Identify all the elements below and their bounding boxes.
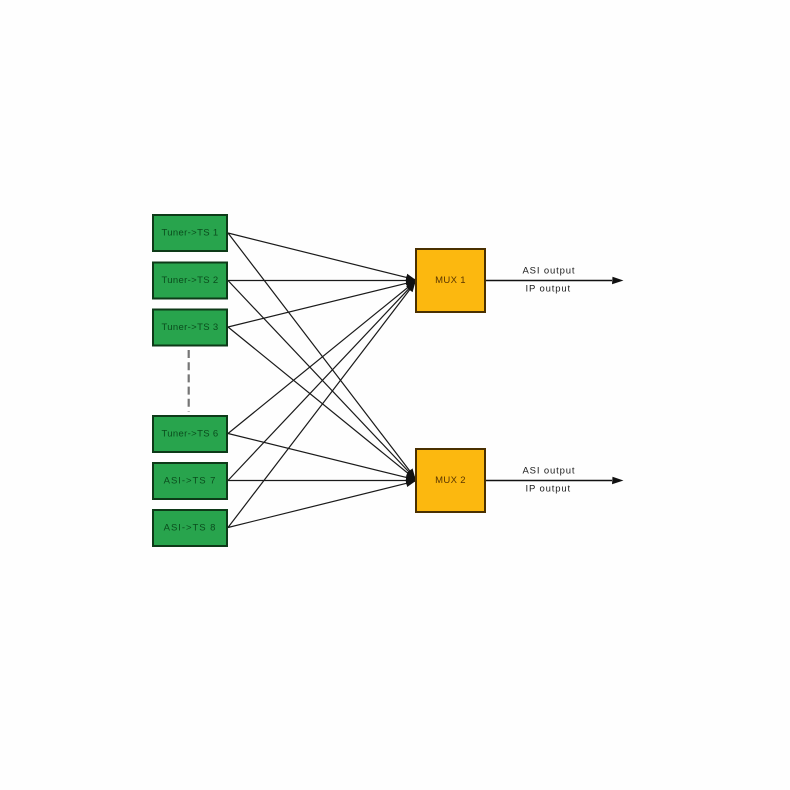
svg-text:Tuner->TS 2: Tuner->TS 2 [161, 275, 218, 286]
svg-text:IP output: IP output [526, 284, 572, 295]
svg-text:Tuner->TS 6: Tuner->TS 6 [161, 429, 218, 440]
svg-text:ASI->TS 7: ASI->TS 7 [164, 476, 217, 487]
svg-text:ASI->TS 8: ASI->TS 8 [164, 523, 217, 534]
svg-text:IP output: IP output [526, 484, 572, 495]
svg-text:ASI output: ASI output [523, 266, 576, 277]
svg-text:MUX 2: MUX 2 [435, 475, 466, 486]
svg-text:ASI output: ASI output [523, 466, 576, 477]
svg-text:MUX 1: MUX 1 [435, 275, 466, 286]
svg-text:Tuner->TS 3: Tuner->TS 3 [161, 322, 218, 333]
svg-text:Tuner->TS 1: Tuner->TS 1 [161, 228, 218, 239]
